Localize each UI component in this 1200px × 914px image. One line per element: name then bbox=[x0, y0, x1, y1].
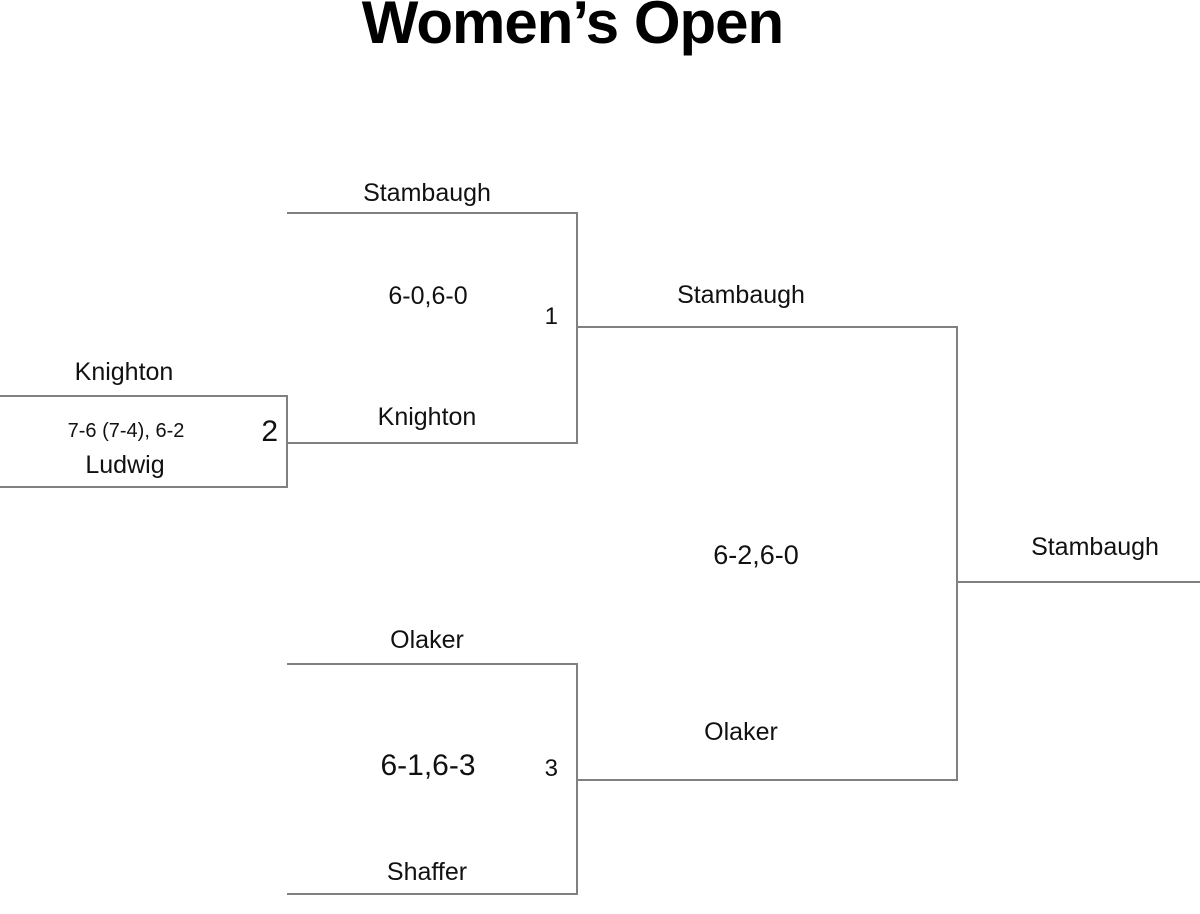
match2-score: 7-6 (7-4), 6-2 bbox=[67, 420, 185, 442]
match1-connector-line bbox=[576, 212, 578, 444]
match2-winner-line bbox=[286, 442, 578, 444]
match1-top-player-name: Stambaugh bbox=[363, 179, 491, 207]
match1-number: 1 bbox=[544, 303, 558, 330]
match3-bottom-player-name: Shaffer bbox=[386, 858, 468, 886]
match3-top-line bbox=[287, 663, 578, 665]
match1-top-line bbox=[287, 212, 578, 214]
match1-score: 6-0,6-0 bbox=[388, 282, 468, 310]
match3-winner-line bbox=[576, 779, 958, 781]
match3-number: 3 bbox=[544, 755, 558, 782]
match1-bottom-player-name: Knighton bbox=[377, 403, 477, 431]
match2-connector-line bbox=[286, 395, 288, 488]
match1-winner-line bbox=[576, 326, 958, 328]
final-winner-line bbox=[956, 581, 1200, 583]
match3-score: 6-1,6-3 bbox=[380, 749, 476, 782]
match1-winner-name: Stambaugh bbox=[677, 281, 805, 309]
match3-winner-name: Olaker bbox=[704, 718, 778, 746]
final-score: 6-2,6-0 bbox=[713, 540, 799, 570]
match2-bottom-player-name: Ludwig bbox=[85, 451, 165, 479]
match2-number: 2 bbox=[261, 415, 278, 448]
match2-bottom-line bbox=[0, 486, 288, 488]
page-title: Women’s Open bbox=[361, 0, 784, 56]
final-winner-name: Stambaugh bbox=[1031, 533, 1159, 561]
match2-top-line bbox=[0, 395, 288, 397]
final-connector-line bbox=[956, 326, 958, 781]
match3-bottom-line bbox=[287, 893, 578, 895]
match2-top-player-name: Knighton bbox=[74, 358, 174, 386]
match3-top-player-name: Olaker bbox=[390, 626, 464, 654]
